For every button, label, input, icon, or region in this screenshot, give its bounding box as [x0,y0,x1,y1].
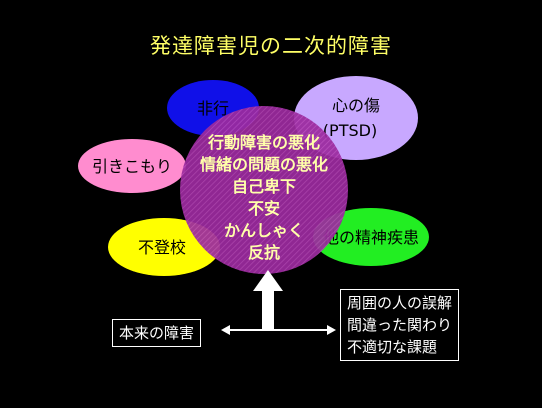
center-line-3: 自己卑下 [232,177,296,196]
up-arrow-shaft [262,290,274,330]
up-arrow-head [253,270,283,291]
environment-line-2: 間違った関わり [347,316,453,334]
environment-line-1: 周囲の人の誤解 [347,294,453,312]
center-line-5: かんしゃく [224,221,304,240]
label-trauma-line1: 心の傷 [332,96,380,115]
center-line-2: 情緒の問題の悪化 [200,155,328,174]
left-arrow-head [221,325,230,335]
label-withdrawal: 引きこもり [92,157,172,176]
slide-title: 発達障害児の二次的障害 [150,34,392,58]
label-truancy: 不登校 [138,238,186,257]
original-disorder-label: 本来の障害 [119,324,195,342]
environment-line-3: 不適切な課題 [347,338,438,356]
center-line-4: 不安 [248,199,280,218]
center-line-1: 行動障害の悪化 [207,133,320,152]
environment-box: 周囲の人の誤解 間違った関わり 不適切な課題 [340,289,460,361]
original-disorder-box: 本来の障害 [112,319,202,347]
label-trauma-line2: (PTSD) [323,121,377,140]
right-arrow-head [327,325,336,335]
center-circle [180,106,348,274]
ellipse-withdrawal [78,139,186,193]
label-comorbid: 他の精神疾患 [323,228,419,247]
center-line-6: 反抗 [248,243,280,262]
label-delinquency: 非行 [197,99,229,118]
ellipse-comorbid [313,208,429,266]
